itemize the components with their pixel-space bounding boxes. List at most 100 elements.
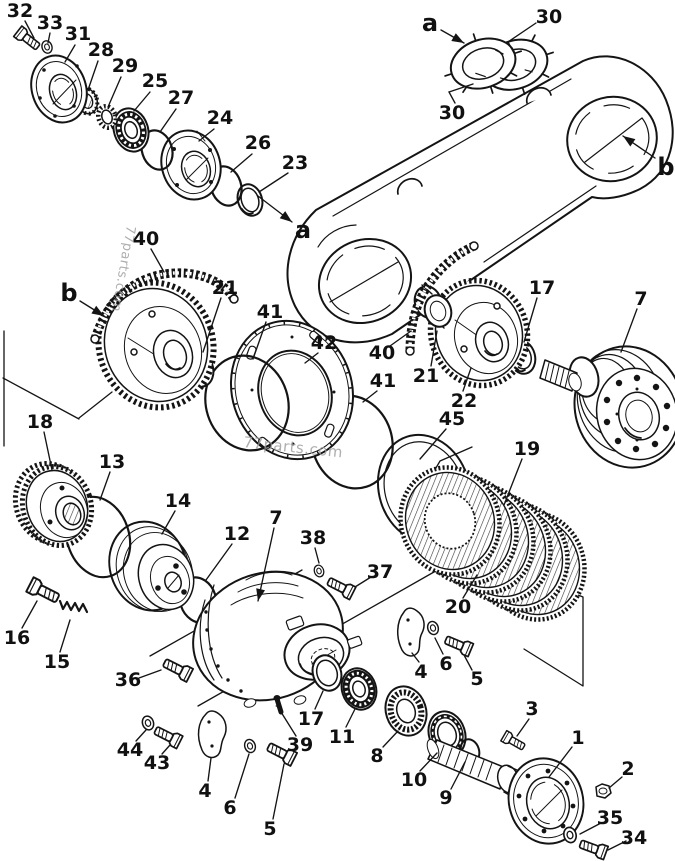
callout-label-14: 14: [165, 490, 191, 512]
callout-label-41b: 41: [370, 370, 396, 392]
leader-line-1: [548, 746, 573, 778]
callout-label-45: 45: [439, 408, 465, 430]
bearing-seal-train: [311, 654, 481, 764]
leader-line-5a: [272, 763, 285, 820]
leader-line-11: [345, 708, 356, 728]
leader-line-13: [99, 471, 111, 501]
leader-arrowhead-a1: [279, 211, 292, 222]
leader-line-32: [24, 20, 35, 39]
leader-line-6b: [434, 637, 444, 655]
bearing-cone-8: [384, 685, 428, 737]
bolt-43: [151, 723, 184, 750]
callout-label-38: 38: [300, 527, 326, 549]
bearing-11: [340, 667, 378, 711]
callout-label-b2: b: [657, 153, 674, 181]
leader-line-41a: [252, 321, 267, 360]
leader-arrowhead-a2: [451, 33, 464, 43]
callout-label-31: 31: [65, 23, 91, 45]
leader-line-5b: [463, 654, 473, 671]
housing-case: [286, 55, 674, 344]
chain-40a: [90, 268, 239, 344]
callout-label-a1: a: [295, 216, 311, 244]
leader-line-12: [205, 543, 233, 581]
callout-label-7b: 7: [269, 507, 282, 529]
cover-7: [192, 570, 363, 708]
leader-line-38: [314, 547, 320, 564]
leader-line-26: [230, 153, 253, 173]
chain-40b: [405, 241, 479, 356]
callout-label-15: 15: [44, 651, 70, 673]
leader-line-39: [280, 711, 297, 737]
callout-label-8: 8: [370, 745, 383, 767]
callout-label-24: 24: [207, 107, 233, 129]
leader-line-7a: [620, 308, 638, 353]
leader-line-15: [59, 619, 71, 653]
washer-33: [39, 38, 55, 56]
leader-line-44: [135, 729, 147, 742]
callout-label-40a: 40: [133, 228, 159, 250]
leader-line-10: [419, 752, 438, 772]
callout-label-b1: b: [60, 279, 77, 307]
washer-44: [139, 713, 157, 733]
right-sprocket-group: [405, 241, 675, 469]
left-sprocket-group: [90, 268, 394, 490]
leader-line-40a: [150, 248, 165, 273]
callout-label-16: 16: [4, 627, 30, 649]
spring-15: [58, 599, 89, 614]
callout-label-1: 1: [571, 727, 584, 749]
pin-39: [273, 695, 284, 715]
leader-line-24: [198, 128, 215, 142]
hub-24: [160, 129, 222, 201]
leader-line-17b: [314, 690, 324, 710]
plate-4b: [397, 607, 425, 657]
clutch-discs: [398, 465, 587, 622]
washer-38: [312, 563, 326, 579]
leader-arrowhead-7b: [256, 588, 265, 601]
leader-line-30b: [448, 83, 474, 104]
callout-label-36: 36: [115, 669, 141, 691]
callout-label-32: 32: [7, 0, 33, 22]
callout-label-4a: 4: [198, 780, 211, 802]
callout-label-23: 23: [282, 152, 308, 174]
leader-line-6a: [234, 753, 250, 799]
callout-label-a2: a: [422, 9, 438, 37]
leader-line-30t: [507, 22, 537, 54]
leader-line-8: [382, 730, 399, 748]
leader-line-40b: [389, 330, 412, 347]
leader-line-45: [419, 428, 447, 460]
leader-line-41b: [362, 390, 378, 403]
shaft-1: [426, 738, 585, 845]
callout-label-21a: 21: [212, 277, 238, 299]
callout-label-18: 18: [27, 411, 53, 433]
leader-line-33: [47, 32, 51, 44]
callout-label-6a: 6: [223, 797, 236, 819]
callout-label-33: 33: [37, 12, 63, 34]
leader-line-42: [304, 352, 319, 364]
leader-line-7b: [257, 527, 275, 602]
callout-label-26: 26: [245, 132, 271, 154]
callout-label-5a: 5: [263, 818, 276, 840]
leader-line-28: [87, 60, 99, 91]
clutch-hub-set: [444, 33, 554, 96]
callout-label-2: 2: [621, 758, 634, 780]
leader-line-20: [462, 574, 478, 599]
callout-label-40b: 40: [369, 342, 395, 364]
gear-18: [12, 461, 95, 548]
leader-line-25: [133, 91, 151, 112]
callout-label-27: 27: [168, 87, 194, 109]
leader-arrowhead-b1: [91, 305, 104, 316]
leader-line-16: [21, 600, 38, 629]
callout-label-41a: 41: [257, 301, 283, 323]
callout-label-7a: 7: [634, 288, 647, 310]
callout-label-34: 34: [621, 827, 647, 849]
gear-18-group: [12, 461, 218, 624]
washer-6a: [242, 737, 258, 755]
callout-label-37: 37: [367, 561, 393, 583]
clutch-pack-group: [376, 433, 587, 622]
bolt-36: [160, 655, 195, 683]
leader-line-14: [161, 510, 176, 535]
callout-label-11: 11: [329, 726, 355, 748]
leader-line-43: [161, 744, 171, 755]
star-washer-29: [95, 103, 119, 131]
